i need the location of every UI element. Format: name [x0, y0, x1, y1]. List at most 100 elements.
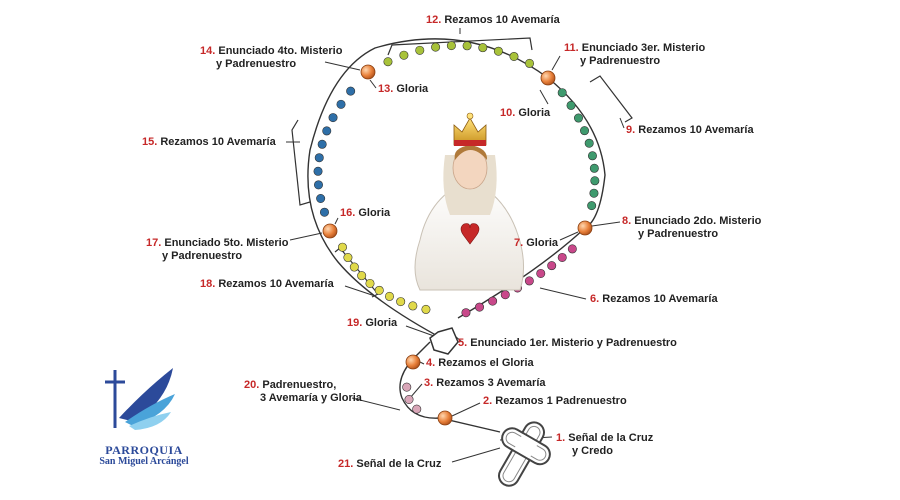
- step-label-14-line2: y Padrenuestro: [216, 58, 296, 70]
- step-text: Padrenuestro,: [259, 379, 336, 391]
- leader-line: [344, 285, 376, 297]
- logo-title: PARROQUIA: [105, 443, 183, 457]
- step-number: 4.: [426, 357, 435, 369]
- small-bead: [319, 207, 329, 217]
- step-label-2: 2. Rezamos 1 Padrenuestro: [483, 395, 627, 407]
- step-label-17-line2: y Padrenuestro: [162, 250, 242, 262]
- small-bead: [488, 296, 498, 306]
- step-label-10: 10. Gloria: [500, 107, 551, 119]
- small-bead: [415, 45, 425, 55]
- small-bead: [446, 41, 456, 51]
- small-bead: [536, 268, 546, 278]
- leader-line: [559, 231, 579, 241]
- step-number: 16.: [340, 207, 355, 219]
- small-bead: [462, 41, 472, 51]
- step-number: 20.: [244, 379, 259, 391]
- step-label-8: 8. Enunciado 2do. Misterio: [622, 215, 762, 227]
- step-label-15: 15. Rezamos 10 Avemaría: [142, 136, 277, 148]
- step-text: Gloria: [355, 207, 391, 219]
- step-label-9: 9. Rezamos 10 Avemaría: [626, 124, 754, 136]
- step-number: 19.: [347, 317, 362, 329]
- step-text: Rezamos 10 Avemaría: [157, 136, 276, 148]
- small-bead: [313, 180, 323, 190]
- leader-line: [369, 79, 377, 89]
- step-label-1-line2: y Credo: [572, 445, 613, 457]
- small-bead: [328, 113, 338, 123]
- leader-line: [289, 232, 323, 241]
- small-beads: [313, 41, 600, 414]
- step-text: Rezamos 10 Avemaría: [599, 293, 718, 305]
- small-bead: [590, 176, 600, 186]
- step-number: 17.: [146, 237, 161, 249]
- step-label-11: 11. Enunciado 3er. Misterio: [564, 42, 706, 54]
- step-label-20-line2: 3 Avemaría y Gloria: [260, 392, 363, 404]
- step-text: Gloria: [393, 83, 429, 95]
- step-text: Gloria: [515, 107, 551, 119]
- small-bead: [313, 166, 323, 176]
- big-bead: [577, 220, 593, 236]
- small-bead: [475, 302, 485, 312]
- step-number: 11.: [564, 42, 579, 54]
- small-bead: [589, 188, 599, 198]
- step-number: 18.: [200, 278, 215, 290]
- step-number: 13.: [378, 83, 393, 95]
- step-label-16: 16. Gloria: [340, 207, 391, 219]
- step-text: Rezamos 10 Avemaría: [441, 14, 560, 26]
- small-bead: [412, 404, 422, 414]
- leader-line: [539, 287, 587, 300]
- big-beads: [322, 64, 593, 426]
- step-text: Enunciado 1er. Misterio y Padrenuestro: [467, 337, 677, 349]
- step-label-18: 18. Rezamos 10 Avemaría: [200, 278, 335, 290]
- small-bead: [402, 382, 412, 392]
- step-text: Enunciado 3er. Misterio: [579, 42, 706, 54]
- small-bead: [509, 51, 519, 61]
- step-label-5: 5. Enunciado 1er. Misterio y Padrenuestr…: [458, 337, 677, 349]
- step-number: 5.: [458, 337, 467, 349]
- small-bead: [404, 394, 414, 404]
- step-number: 9.: [626, 124, 635, 136]
- step-text: Rezamos 1 Padrenuestro: [492, 395, 627, 407]
- step-label-13: 13. Gloria: [378, 83, 429, 95]
- step-text: Rezamos 3 Avemaría: [433, 377, 546, 389]
- step-label-1: 1. Señal de la Cruz: [556, 432, 654, 444]
- step-label-19: 19. Gloria: [347, 317, 398, 329]
- step-number: 10.: [500, 107, 515, 119]
- small-bead: [589, 163, 599, 173]
- small-bead: [524, 276, 534, 286]
- big-bead: [360, 64, 376, 80]
- decade-bracket: [291, 119, 311, 206]
- small-bead: [346, 86, 356, 96]
- step-label-3: 3. Rezamos 3 Avemaría: [424, 377, 546, 389]
- step-label-7: 7. Gloria: [514, 237, 559, 249]
- step-number: 2.: [483, 395, 492, 407]
- leader-line: [324, 61, 361, 71]
- step-label-12: 12. Rezamos 10 Avemaría: [426, 14, 561, 26]
- step-text: Rezamos el Gloria: [435, 357, 534, 369]
- step-text: Señal de la Cruz: [565, 432, 654, 444]
- small-bead: [336, 99, 346, 109]
- big-bead: [322, 223, 338, 239]
- small-bead: [337, 242, 347, 252]
- small-bead: [557, 88, 567, 98]
- small-bead: [573, 113, 583, 123]
- step-text: Rezamos 10 Avemaría: [635, 124, 754, 136]
- small-bead: [365, 278, 375, 288]
- leader-line: [419, 361, 425, 365]
- step-label-4: 4. Rezamos el Gloria: [426, 357, 534, 369]
- step-number: 14.: [200, 45, 215, 57]
- small-bead: [421, 304, 431, 314]
- small-bead: [500, 290, 510, 300]
- step-label-14: 14. Enunciado 4to. Misterio: [200, 45, 343, 57]
- leader-line: [451, 447, 501, 463]
- leader-line: [619, 117, 625, 129]
- step-number: 8.: [622, 215, 631, 227]
- cross-icon: [498, 421, 551, 487]
- leader-line: [351, 397, 401, 411]
- leader-line: [334, 217, 339, 225]
- leader-line: [539, 89, 549, 105]
- big-bead: [437, 410, 453, 426]
- small-bead: [557, 252, 567, 262]
- step-label-8-line2: y Padrenuestro: [638, 228, 718, 240]
- small-bead: [396, 297, 406, 307]
